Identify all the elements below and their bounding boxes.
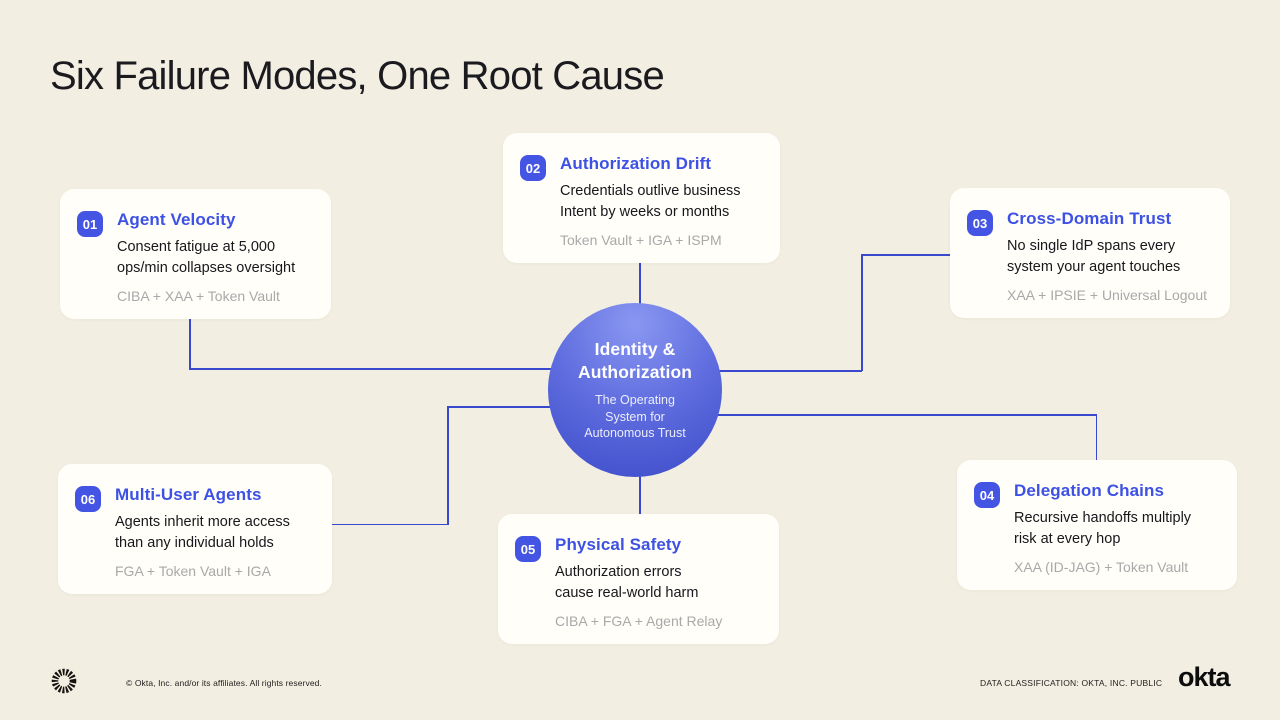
card-number-badge: 02: [520, 155, 546, 181]
card-products: CIBA + XAA + Token Vault: [117, 288, 280, 304]
footer-data-classification: DATA CLASSIFICATION: OKTA, INC. PUBLIC: [980, 678, 1163, 688]
card-title: Multi-User Agents: [115, 485, 262, 504]
card-title: Cross-Domain Trust: [1007, 209, 1172, 228]
card-description: Credentials outlive business Intent by w…: [560, 183, 741, 220]
card-description: Recursive handoffs multiply risk at ever…: [1014, 510, 1192, 547]
card-title: Agent Velocity: [117, 210, 236, 229]
connector-card3-horizontal-bottom: [719, 370, 862, 372]
card-title: Authorization Drift: [560, 154, 712, 173]
card-description: No single IdP spans every system your ag…: [1007, 238, 1181, 275]
card-products: Token Vault + IGA + ISPM: [560, 232, 722, 248]
card-number-badge: 05: [515, 536, 541, 562]
card-description: Consent fatigue at 5,000 ops/min collaps…: [117, 239, 296, 276]
connector-card1-horizontal: [189, 368, 552, 370]
card-cross-domain-trust: 03 Cross-Domain Trust No single IdP span…: [950, 188, 1230, 318]
card-products: XAA + IPSIE + Universal Logout: [1007, 287, 1208, 303]
card-number-badge: 06: [75, 486, 101, 512]
connector-card2-vertical: [639, 263, 641, 305]
card-delegation-chains: 04 Delegation Chains Recursive handoffs …: [957, 460, 1237, 590]
connector-card4-horizontal: [717, 414, 1097, 416]
center-node-subtitle: The Operating System for Autonomous Trus…: [584, 393, 686, 441]
card-title: Delegation Chains: [1014, 481, 1165, 500]
card-multi-user-agents: 06 Multi-User Agents Agents inherit more…: [58, 464, 332, 594]
center-node-title: Identity & Authorization: [577, 339, 693, 383]
card-title: Physical Safety: [555, 535, 682, 554]
card-number-badge: 01: [77, 211, 103, 237]
connector-card6-horizontal-bottom: [331, 523, 448, 525]
card-products: FGA + Token Vault + IGA: [115, 563, 271, 579]
connector-card3-vertical: [861, 254, 863, 371]
card-number-badge: 04: [974, 482, 1000, 508]
card-physical-safety: 05 Physical Safety Authorization errors …: [498, 514, 779, 644]
card-description: Authorization errors cause real-world ha…: [555, 564, 699, 601]
center-node-identity-authorization: Identity & Authorization The Operating S…: [548, 303, 722, 477]
card-products: XAA (ID-JAG) + Token Vault: [1014, 559, 1189, 575]
connector-card6-vertical: [447, 406, 449, 525]
connector-card3-horizontal-top: [862, 254, 950, 256]
connector-card4-vertical: [1095, 414, 1097, 461]
card-products: CIBA + FGA + Agent Relay: [555, 613, 723, 629]
connector-card1-vertical: [189, 319, 191, 369]
card-authorization-drift: 02 Authorization Drift Credentials outli…: [503, 133, 780, 263]
okta-aperture-icon: [51, 668, 77, 694]
okta-wordmark: okta: [1178, 662, 1231, 692]
card-description: Agents inherit more access than any indi…: [115, 514, 290, 551]
connector-card5-vertical: [639, 476, 641, 515]
card-number-badge: 03: [967, 210, 993, 236]
footer-copyright: © Okta, Inc. and/or its affiliates. All …: [126, 678, 322, 688]
page-title: Six Failure Modes, One Root Cause: [50, 54, 665, 98]
connector-card6-horizontal-top: [448, 406, 551, 408]
card-agent-velocity: 01 Agent Velocity Consent fatigue at 5,0…: [60, 189, 331, 319]
